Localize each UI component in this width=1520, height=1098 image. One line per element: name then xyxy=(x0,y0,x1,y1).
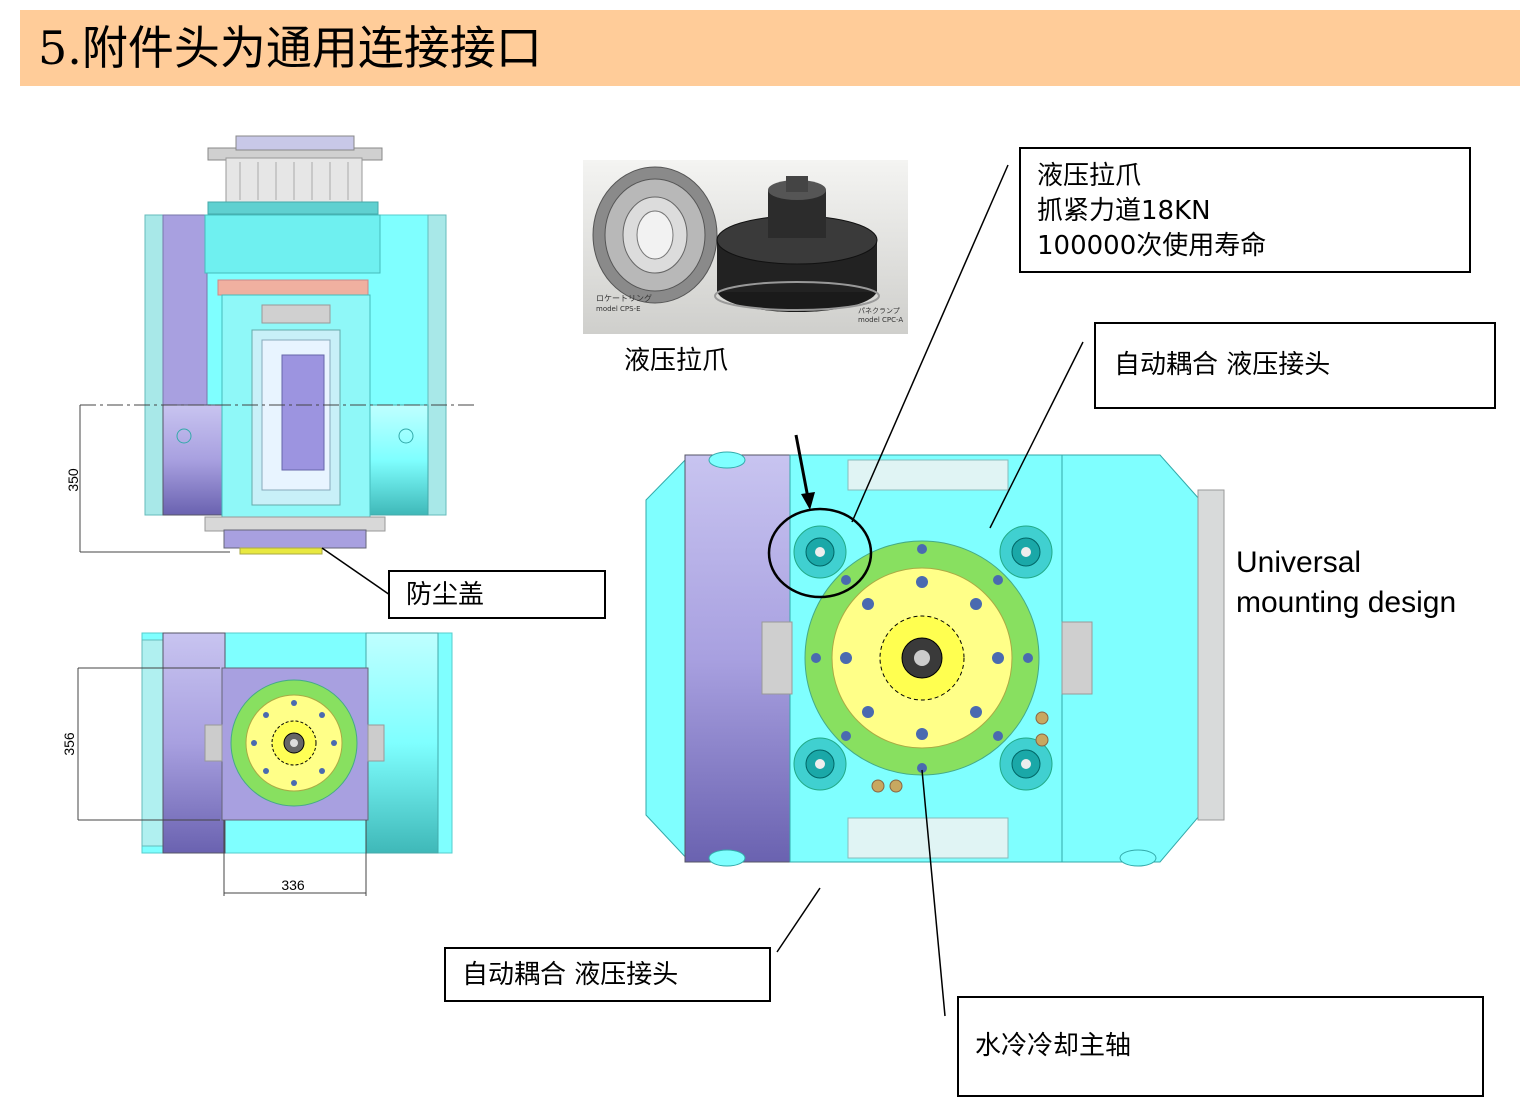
callout-auto-coupling-bottom-text: 自动耦合 液压接头 xyxy=(462,960,679,990)
photo-right-label-2: model CPC-A xyxy=(858,316,903,324)
hydraulic-claw-photo: ロケートリング model CPS-E パネクランプ model CPC-A xyxy=(583,160,908,334)
callout-hydraulic-claw-line2: 抓紧力道18KN xyxy=(1037,196,1211,226)
callout-hydraulic-claw-line1: 液压拉爪 xyxy=(1037,161,1142,191)
photo-left-label-1: ロケートリング xyxy=(596,293,652,303)
callout-auto-coupling-bottom: 自动耦合 液压接头 xyxy=(444,947,771,1002)
side-view-drawing: 350 xyxy=(65,135,475,596)
photo-right-label-1: パネクランプ xyxy=(858,307,900,315)
coupling-ports xyxy=(793,525,1053,791)
callout-auto-coupling-top: 自动耦合 液压接头 xyxy=(1094,322,1496,409)
callout-water-cooled-spindle: 水冷冷却主轴 xyxy=(957,996,1484,1097)
front-view-small-drawing: 356 336 xyxy=(61,632,453,896)
universal-line2: mounting design xyxy=(1236,586,1457,619)
page-title: 5.附件头为通用连接接口 xyxy=(38,21,542,75)
universal-line1: Universal xyxy=(1236,546,1362,579)
leader-lines xyxy=(776,164,1084,1017)
callout-dust-cover-text: 防尘盖 xyxy=(406,580,485,610)
callout-hydraulic-claw: 液压拉爪 抓紧力道18KN 100000次使用寿命 xyxy=(1019,147,1471,273)
callout-auto-coupling-top-text: 自动耦合 液压接头 xyxy=(1114,350,1331,380)
callout-water-cooled-spindle-text: 水冷冷却主轴 xyxy=(975,1031,1132,1061)
dim-336-label: 336 xyxy=(281,877,305,893)
large-front-view-drawing xyxy=(645,434,1225,867)
photo-caption: 液压拉爪 xyxy=(624,346,729,376)
photo-left-label-2: model CPS-E xyxy=(596,305,641,313)
callout-hydraulic-claw-line3: 100000次使用寿命 xyxy=(1037,231,1267,261)
callout-dust-cover: 防尘盖 xyxy=(388,570,606,619)
dim-356-label: 356 xyxy=(61,732,77,756)
dim-350-label: 350 xyxy=(65,468,81,492)
title-bar: 5.附件头为通用连接接口 xyxy=(20,10,1520,86)
